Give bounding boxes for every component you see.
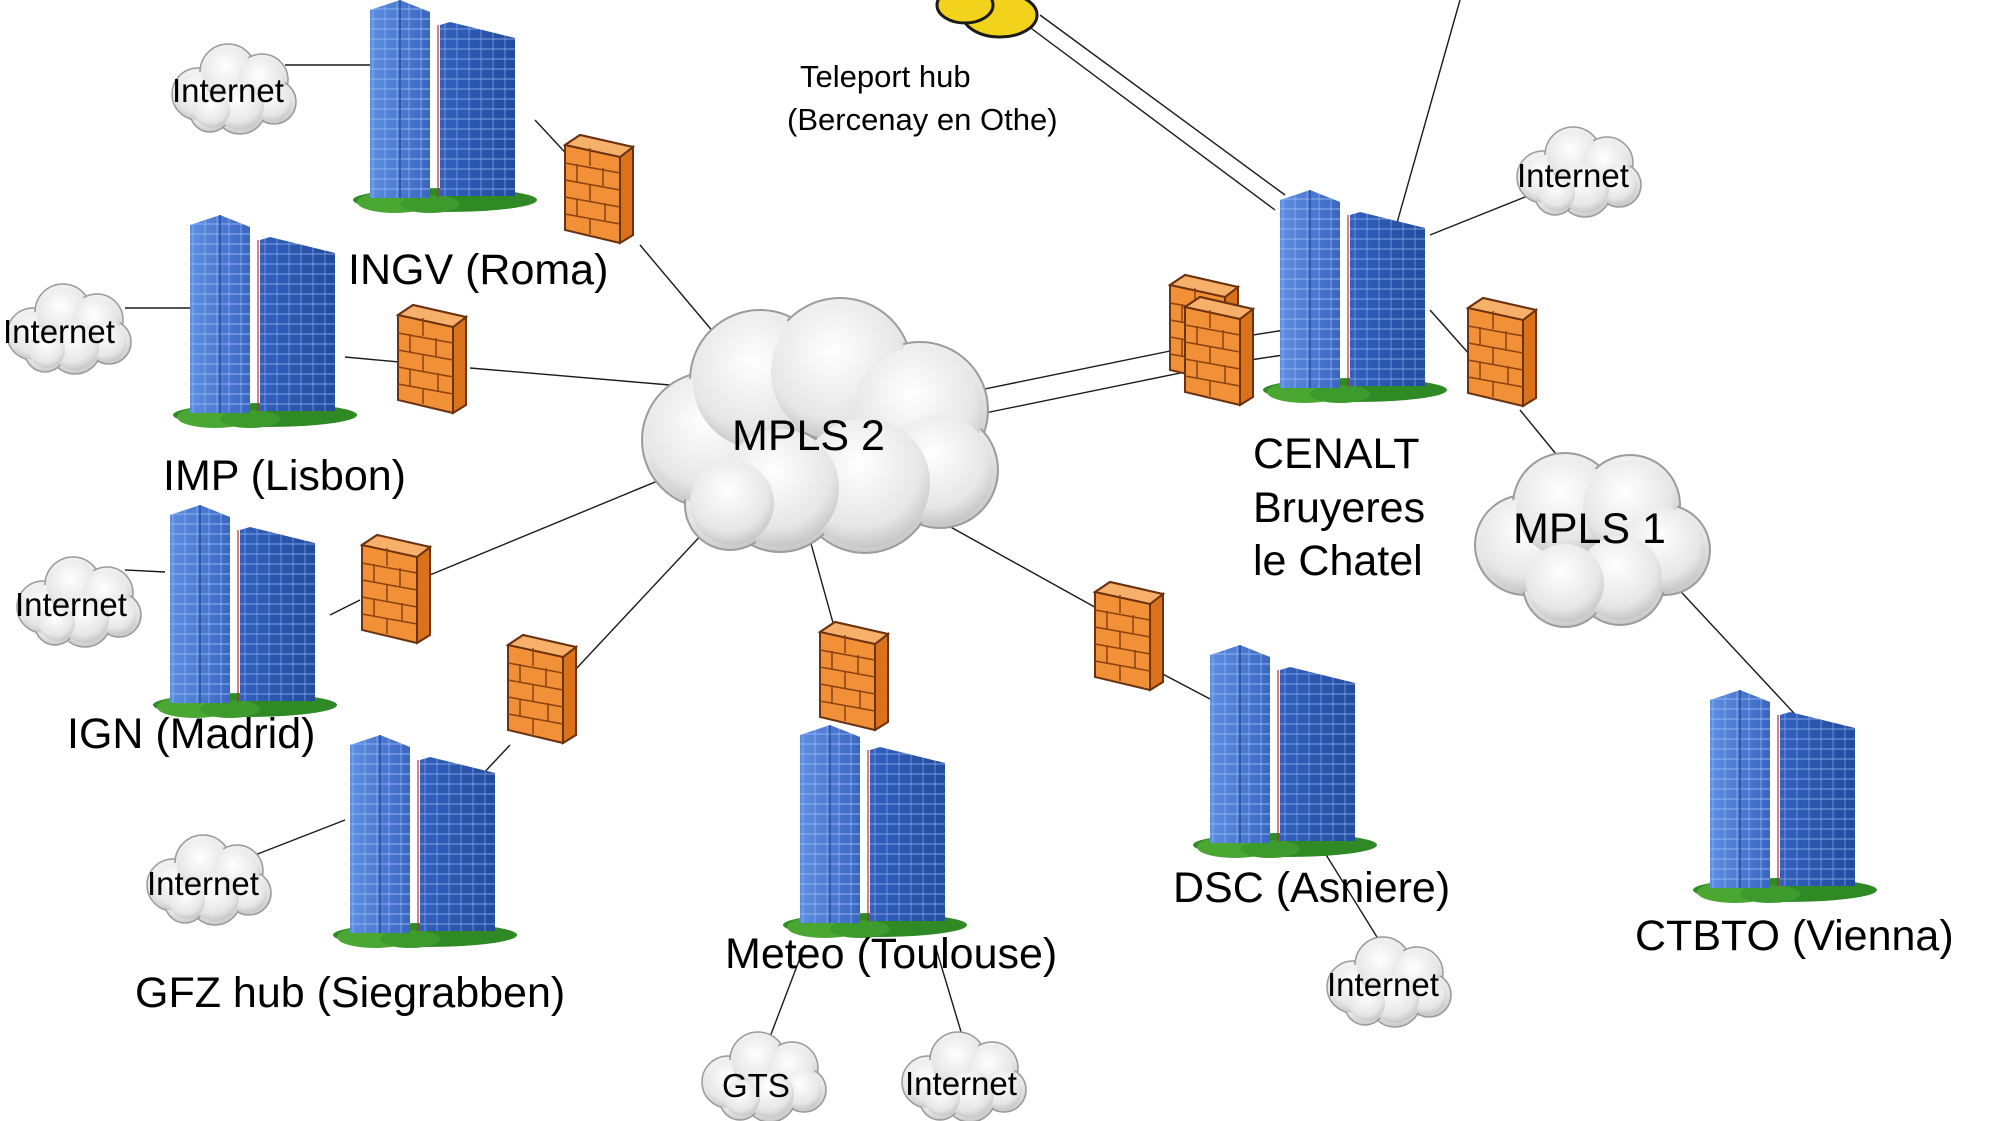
satellite-dish-icon (935, 0, 1039, 39)
link-cenalt-up (1394, 0, 1461, 231)
cenalt-firewall-icon-b (1184, 296, 1254, 406)
ign-label: IGN (Madrid) (67, 710, 315, 758)
link-gfz-internet (254, 819, 346, 856)
link-mpls1-ctbto (1669, 579, 1806, 726)
dsc-building-icon (1192, 644, 1378, 859)
ctbto-label: CTBTO (Vienna) (1635, 912, 1954, 960)
dsc-firewall-icon (1094, 581, 1164, 691)
mpls1-cloud-icon (1474, 452, 1711, 628)
imp-internet-cloud: Internet (3, 283, 132, 375)
ingv-firewall-icon (564, 134, 634, 244)
ingv-internet-cloud: Internet (171, 43, 297, 135)
link-meteo (809, 539, 836, 631)
cenalt-label-line3: le Chatel (1253, 537, 1423, 585)
mpls2-label: MPLS 2 (732, 412, 885, 460)
ign-internet-cloud: Internet (15, 556, 142, 648)
link-cenalt-b (984, 369, 1196, 414)
meteo-label: Meteo (Toulouse) (725, 930, 1057, 978)
link-teleport-a (1039, 14, 1286, 196)
link-cenalt-a (964, 349, 1176, 394)
link-teleport-b (1019, 19, 1276, 211)
ign-firewall-icon (361, 534, 431, 644)
imp-internet-label: Internet (3, 313, 115, 350)
mpls1-firewall-icon (1467, 297, 1537, 407)
link-cenalt-fw2 (1429, 309, 1471, 356)
mpls1-label: MPLS 1 (1513, 505, 1666, 553)
meteo-gts-cloud: GTS (701, 1031, 827, 1121)
ign-internet-label: Internet (15, 586, 127, 623)
gfz-label: GFZ hub (Siegrabben) (135, 969, 565, 1017)
teleport-label-line2: (Bercenay en Othe) (787, 102, 1058, 137)
meteo-internet-cloud: Internet (901, 1031, 1027, 1121)
meteo-firewall-icon (819, 621, 889, 731)
link-ign-internet (124, 569, 166, 573)
imp-building-icon (172, 214, 358, 429)
cenalt-label-line2: Bruyeres (1253, 484, 1425, 532)
ign-building-icon (152, 504, 338, 719)
link-ingv (639, 244, 721, 341)
dsc-label: DSC (Asniere) (1173, 864, 1450, 912)
cenalt-label-line1: CENALT (1253, 430, 1419, 478)
link-meteo-internet (934, 944, 966, 1046)
dsc-internet-label: Internet (1327, 966, 1439, 1003)
link-meteo-gts (764, 944, 806, 1051)
dsc-internet-cloud: Internet (1326, 936, 1452, 1028)
link-gfz (574, 514, 721, 671)
link-ign (424, 479, 661, 578)
link-dsc-internet (1319, 844, 1386, 951)
ctbto-building-icon (1692, 689, 1878, 904)
meteo-gts-label: GTS (722, 1067, 790, 1104)
gfz-internet-cloud: Internet (146, 834, 272, 926)
imp-firewall-icon (397, 304, 467, 414)
gfz-firewall-icon (507, 634, 577, 744)
cenalt-building-icon (1262, 189, 1448, 404)
link-imp (469, 367, 671, 386)
cenalt-internet-cloud: Internet (1516, 126, 1642, 218)
ingv-label: INGV (Roma) (348, 246, 608, 294)
link-dsc-bldg (1154, 669, 1213, 701)
gfz-internet-label: Internet (147, 865, 259, 902)
ingv-internet-label: Internet (172, 72, 284, 109)
mpls2-cloud-icon (641, 297, 999, 554)
link-ign-bldg (329, 599, 361, 616)
ingv-building-icon (352, 0, 538, 214)
meteo-building-icon (782, 724, 968, 939)
link-cenalt-internet (1429, 194, 1531, 236)
imp-label: IMP (Lisbon) (163, 452, 406, 500)
meteo-internet-label: Internet (905, 1065, 1017, 1102)
cenalt-internet-label: Internet (1517, 157, 1629, 194)
teleport-label-line1: Teleport hub (800, 59, 971, 94)
